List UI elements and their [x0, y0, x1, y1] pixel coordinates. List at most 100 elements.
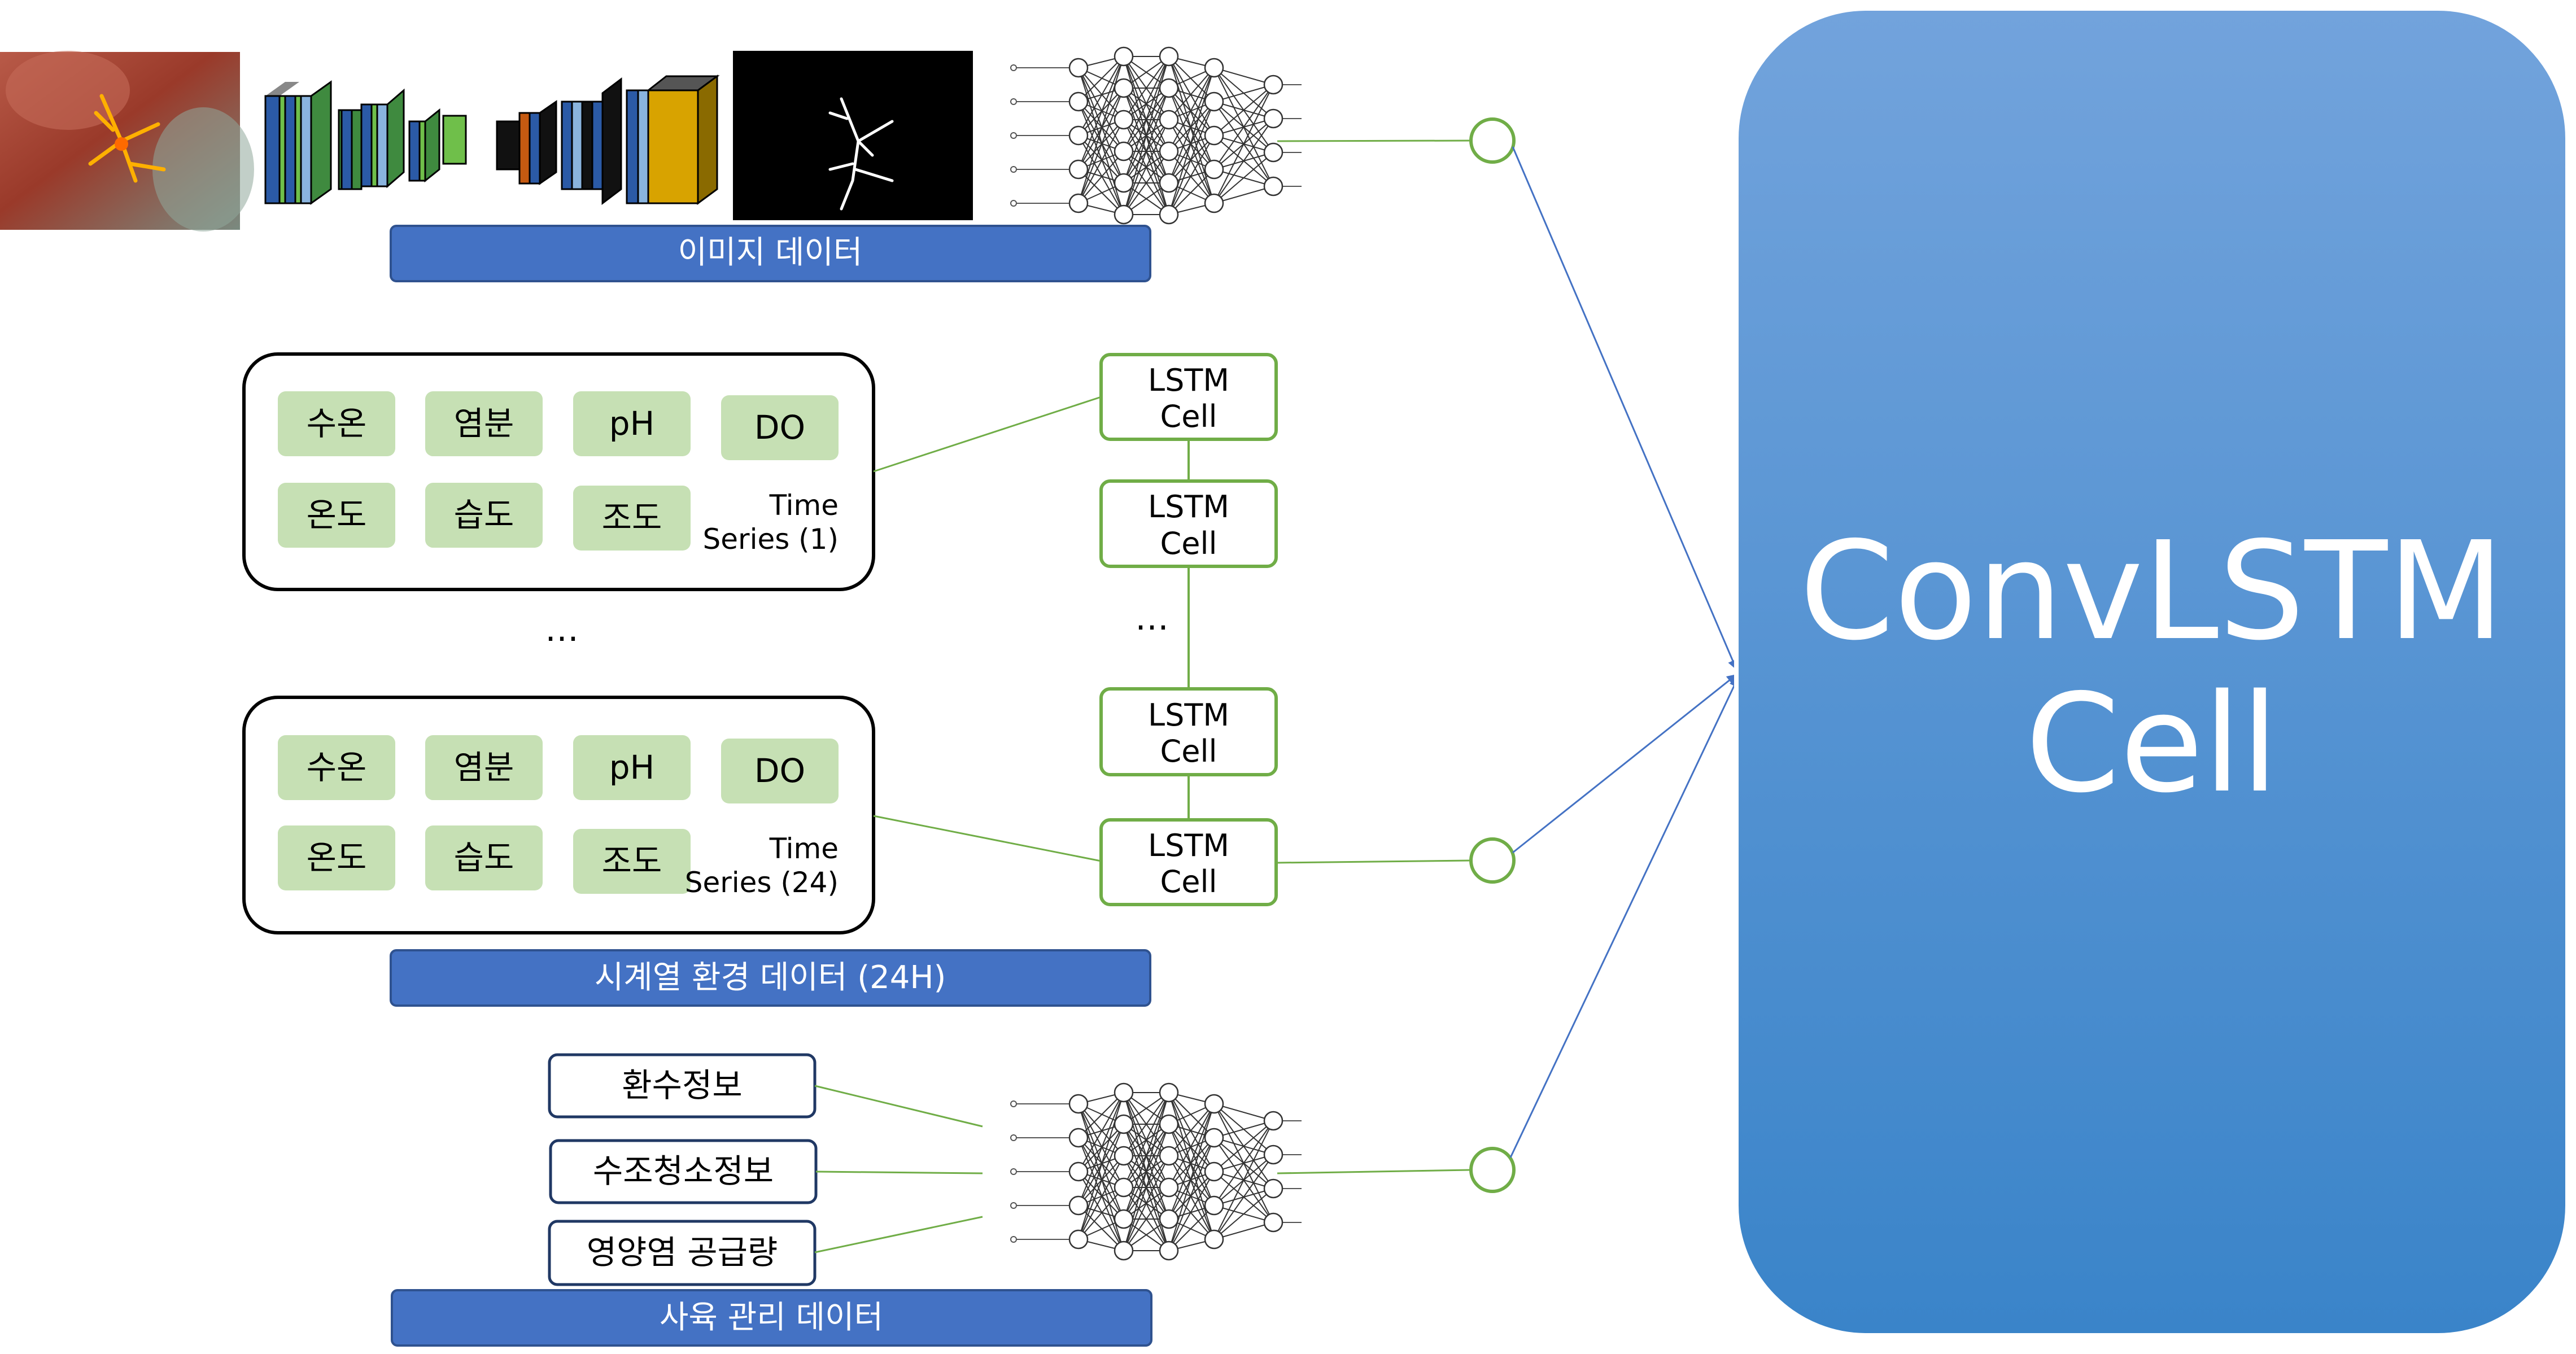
nn-edge — [1078, 56, 1124, 136]
nn-edge — [1078, 135, 1124, 184]
connector-line — [814, 1085, 983, 1128]
time-series-box-24: 수온 염분 pH DO 온도 습도 조도 Time Series (24) — [242, 696, 875, 934]
nn-edge — [1078, 101, 1124, 152]
convlstm-title-line2: Cell — [2025, 665, 2279, 823]
nn-node — [1263, 108, 1283, 129]
sensor-label: DO — [754, 408, 805, 447]
management-inputs: 환수정보 수조청소정보 영양염 공급량 — [548, 1053, 818, 1286]
nn-edge — [1168, 1124, 1215, 1240]
nn-edge — [1168, 67, 1215, 120]
nn-edge — [1213, 84, 1274, 136]
nn-edge — [1078, 56, 1124, 204]
series-label-line2: Series (24) — [685, 866, 839, 899]
nn-edge — [1078, 1092, 1124, 1172]
nn-edge — [1168, 1103, 1215, 1156]
nn-input-stub — [1010, 98, 1017, 105]
mgmt-data-label-bar: 사육 관리 데이터 — [391, 1289, 1152, 1347]
nn-edge — [1123, 1092, 1169, 1220]
lstm-cell-line2: Cell — [1160, 399, 1217, 434]
nn-node — [1159, 1114, 1179, 1134]
coral-photo — [0, 51, 254, 232]
nn-node — [1204, 58, 1224, 78]
connector-line — [815, 1170, 983, 1174]
nn-node — [1159, 78, 1179, 98]
lstm-cell — [1099, 687, 1278, 776]
nn-input-stub — [1010, 1100, 1017, 1107]
sensor-chip — [278, 735, 395, 800]
nn-edge — [1078, 135, 1124, 215]
nn-node — [1068, 1229, 1089, 1250]
nn-node — [1068, 91, 1089, 112]
sensor-label: DO — [754, 752, 805, 790]
nn-edge — [1078, 1103, 1124, 1220]
nn-edge — [1123, 56, 1169, 120]
env-data-label: 시계열 환경 데이터 (24H) — [595, 959, 946, 996]
sensor-chip — [573, 486, 691, 551]
nn-edge — [1168, 169, 1215, 215]
nn-edge — [1213, 1120, 1274, 1240]
nn-edge — [1168, 56, 1215, 136]
nn-edge — [1168, 1092, 1215, 1206]
nn-node — [1159, 1177, 1179, 1198]
sensor-chip — [721, 395, 839, 460]
lstm-cell-line1: LSTM — [1148, 828, 1229, 863]
nn-edge — [1168, 88, 1215, 170]
nn-edge — [1078, 1092, 1124, 1240]
nn-edge — [1213, 84, 1274, 102]
convlstm-cell-block: ConvLSTM Cell — [1734, 6, 2570, 1338]
nn-edge — [1168, 1205, 1215, 1251]
neural-network-icon-mgmt — [1010, 1082, 1302, 1261]
connector-line — [1276, 859, 1472, 864]
nn-node — [1204, 1094, 1224, 1114]
merge-node — [1469, 117, 1516, 164]
nn-edge — [1078, 1187, 1124, 1240]
nn-node — [1204, 1229, 1224, 1250]
nn-node — [1068, 1195, 1089, 1216]
convlstm-title-line1: ConvLSTM — [1800, 512, 2504, 670]
ellipsis: … — [545, 610, 579, 649]
sensor-chip — [573, 735, 691, 800]
sensor-chip — [278, 483, 395, 548]
nn-node — [1204, 91, 1224, 112]
mgmt-input-box — [548, 1220, 817, 1286]
nn-node — [1263, 1178, 1283, 1199]
nn-edge — [1168, 1103, 1215, 1188]
nn-node — [1068, 1094, 1089, 1114]
nn-edge — [1168, 1137, 1215, 1251]
nn-edge — [1213, 1154, 1274, 1240]
nn-edge — [1168, 1155, 1215, 1206]
nn-node — [1159, 173, 1179, 193]
nn-edge — [1123, 56, 1169, 152]
nn-input-stub — [1010, 200, 1017, 207]
time-series-box-1: 수온 염분 pH DO 온도 습도 조도 Time Series (1) — [242, 352, 875, 591]
nn-node — [1159, 46, 1179, 67]
nn-edge — [1213, 1120, 1274, 1172]
sensor-chip — [425, 735, 543, 800]
nn-edge — [1168, 119, 1215, 204]
nn-input-stub — [1010, 1168, 1017, 1175]
arrow-to-convlstm — [1509, 676, 1739, 1158]
nn-node — [1114, 1146, 1134, 1166]
nn-edge — [1078, 67, 1124, 152]
nn-edge — [1213, 186, 1274, 204]
nn-node — [1159, 110, 1179, 130]
nn-edge — [1168, 88, 1215, 204]
nn-edge — [1078, 1092, 1124, 1206]
nn-node — [1263, 1212, 1283, 1233]
sensor-label: pH — [609, 748, 654, 787]
lstm-cell-line2: Cell — [1160, 526, 1217, 561]
nn-edge — [1078, 1103, 1124, 1188]
nn-edge — [1078, 151, 1124, 204]
nn-node — [1114, 110, 1134, 130]
nn-edge — [1168, 67, 1215, 152]
connector-line — [1277, 1169, 1472, 1174]
nn-node — [1114, 1177, 1134, 1198]
nn-node — [1159, 1082, 1179, 1103]
sensor-chip — [721, 739, 839, 803]
nn-node — [1159, 1241, 1179, 1261]
nn-node — [1204, 125, 1224, 146]
nn-edge — [1078, 1103, 1124, 1156]
nn-edge — [1168, 67, 1215, 184]
nn-edge — [1078, 1092, 1124, 1138]
sensor-chip — [425, 391, 543, 456]
